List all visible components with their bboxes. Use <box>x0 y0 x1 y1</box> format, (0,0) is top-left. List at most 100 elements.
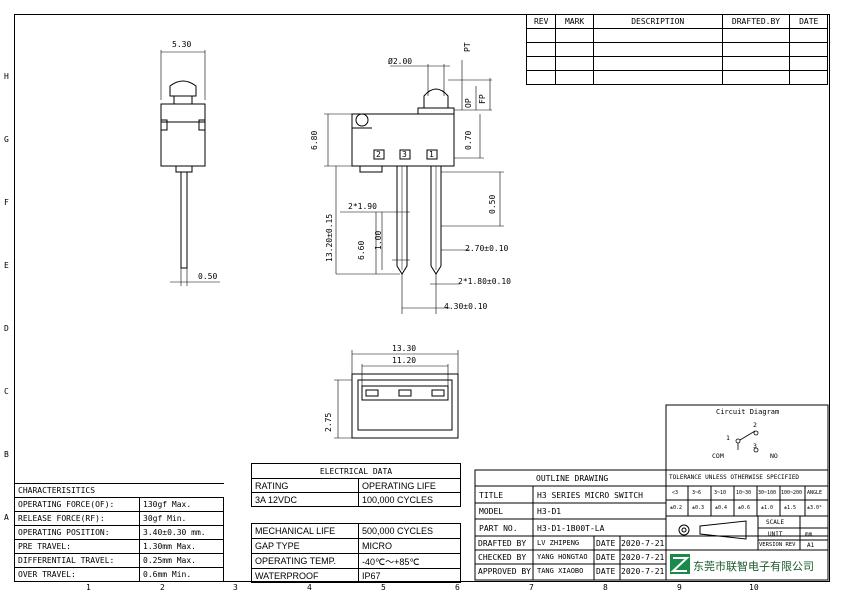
tol-head: 10~30 <box>736 490 752 496</box>
column-marker: 4 <box>307 583 312 592</box>
dim-13-20: 13.20±0.15 <box>325 213 334 262</box>
table-row: WATERPROOF IP67 <box>251 568 461 583</box>
char-value: 3.40±0.30 mm. <box>139 525 224 540</box>
table-row <box>525 28 828 43</box>
char-label: OPERATING POSITION: <box>14 525 140 540</box>
column-marker: 5 <box>381 583 386 592</box>
scale-label: SCALE <box>766 519 785 526</box>
unit-value: mm <box>805 531 813 538</box>
dim-op: OP <box>464 98 473 108</box>
circuit-node-3: 3 <box>753 442 757 450</box>
rating-header: RATING <box>251 478 359 493</box>
dim-11-20: 11.20 <box>392 356 417 365</box>
model-label: MODEL <box>479 507 504 516</box>
pin-label-2: 2 <box>376 150 381 159</box>
electrical-title: ELECTRICAL DATA <box>251 463 461 479</box>
drawing-type: OUTLINE DRAWING <box>536 474 609 483</box>
circuit-symbol <box>735 430 759 453</box>
mech-label: GAP TYPE <box>251 538 359 554</box>
mech-value: 500,000 CYCLES <box>358 523 461 539</box>
char-label: RELEASE FORCE(RF): <box>14 511 140 526</box>
company-name: 东莞市联智电子有限公司 <box>693 560 814 573</box>
checked-by-label: CHECKED BY <box>478 553 527 562</box>
circuit-no-label: NO <box>770 452 778 460</box>
table-row <box>525 70 828 85</box>
tol-value: ±0.2 <box>670 505 683 511</box>
rating-value: 3A 12VDC <box>251 492 359 507</box>
table-row: RELEASE FORCE(RF): 30gf Min. <box>14 511 224 526</box>
dim-6-80: 6.80 <box>310 130 319 150</box>
characteristics-table: CHARACTERISITICS OPERATING FORCE(OF): 13… <box>14 483 224 582</box>
dim-width-5-30: 5.30 <box>172 40 192 49</box>
table-row: DIFFERENTIAL TRAVEL: 0.25mm Max. <box>14 553 224 568</box>
drafted-date: 2020-7-21 <box>621 539 665 548</box>
row-marker: G <box>4 135 9 144</box>
mech-value: -40℃～+85℃ <box>358 553 461 569</box>
date-label: DATE <box>596 539 616 548</box>
approved-date: 2020-7-21 <box>621 567 665 576</box>
dim-4-30: 4.30±0.10 <box>444 302 488 311</box>
bottom-view <box>334 350 459 439</box>
version-label: VERSION REV <box>759 542 796 548</box>
char-value: 0.6mm Min. <box>139 567 224 582</box>
checked-by-name: YANG HONGTAO <box>537 553 588 561</box>
column-marker: 7 <box>529 583 534 592</box>
date-label: DATE <box>596 553 616 562</box>
table-row: OPERATING POSITION: 3.40±0.30 mm. <box>14 525 224 540</box>
mech-label: OPERATING TEMP. <box>251 553 359 569</box>
circuit-node-2: 2 <box>753 421 757 429</box>
column-marker: 8 <box>603 583 608 592</box>
table-row: OVER TRAVEL: 0.6mm Min. <box>14 567 224 582</box>
operating-life-header: OPERATING LIFE <box>358 478 461 493</box>
char-value: 130gf Max. <box>139 497 224 512</box>
table-row: PRE TRAVEL: 1.30mm Max. <box>14 539 224 554</box>
tol-value: ±0.4 <box>715 505 728 511</box>
drafted-by-label: DRAFTED BY <box>478 539 527 548</box>
version-value: A1 <box>807 542 815 549</box>
tol-value: ±0.3 <box>692 505 705 511</box>
dim-2x1-80: 2*1.80±0.10 <box>458 277 511 286</box>
part-no-label: PART NO. <box>479 524 518 533</box>
dim-fp: FP <box>478 94 487 104</box>
dim-2x1-90: 2*1.90 <box>348 202 377 211</box>
unit-label: UNIT <box>768 531 783 538</box>
dim-13-30: 13.30 <box>392 344 417 353</box>
column-marker: 6 <box>455 583 460 592</box>
circuit-title: Circuit Diagram <box>716 408 780 416</box>
tol-value: ±1.5 <box>784 505 797 511</box>
table-row: OPERATING TEMP. -40℃～+85℃ <box>251 553 461 569</box>
table-row: 3A 12VDC 100,000 CYCLES <box>251 492 461 507</box>
char-label: DIFFERENTIAL TRAVEL: <box>14 553 140 568</box>
pin-label-3: 3 <box>402 150 407 159</box>
dim-0-70: 0.70 <box>464 130 473 150</box>
company-logo <box>670 554 690 574</box>
pin-label-1: 1 <box>429 150 434 159</box>
tol-head: 100~200 <box>781 490 803 496</box>
tol-head: 3~6 <box>692 490 702 496</box>
dim-pin-0-50: 0.50 <box>198 272 218 281</box>
dim-0-50: 0.50 <box>488 194 497 214</box>
model-value: H3-D1 <box>537 507 562 516</box>
table-row: MECHANICAL LIFE 500,000 CYCLES <box>251 523 461 539</box>
mech-value: MICRO <box>358 538 461 554</box>
tol-value: ±3.0° <box>807 505 823 511</box>
column-marker: 9 <box>677 583 682 592</box>
column-marker: 1 <box>86 583 91 592</box>
title-value: H3 SERIES MICRO SWITCH <box>537 491 643 500</box>
date-label: DATE <box>596 567 616 576</box>
dim-dia-2-00: Ø2.00 <box>388 57 413 66</box>
revision-table: REV MARK DESCRIPTION DRAFTED.BY DATE <box>525 14 828 85</box>
title-block-grid <box>474 404 829 581</box>
row-marker: H <box>4 72 9 81</box>
part-no-value: H3-D1-1B00T-LA <box>537 524 605 533</box>
dim-1-00: 1.00 <box>374 230 383 250</box>
tol-head: 3~10 <box>714 490 727 496</box>
char-label: PRE TRAVEL: <box>14 539 140 554</box>
side-view <box>160 50 220 286</box>
mechanical-table: MECHANICAL LIFE 500,000 CYCLES GAP TYPE … <box>251 523 461 583</box>
row-marker: B <box>4 450 9 459</box>
circuit-com-label: COM <box>712 452 724 460</box>
tol-value: ±0.6 <box>738 505 751 511</box>
checked-date: 2020-7-21 <box>621 553 665 562</box>
